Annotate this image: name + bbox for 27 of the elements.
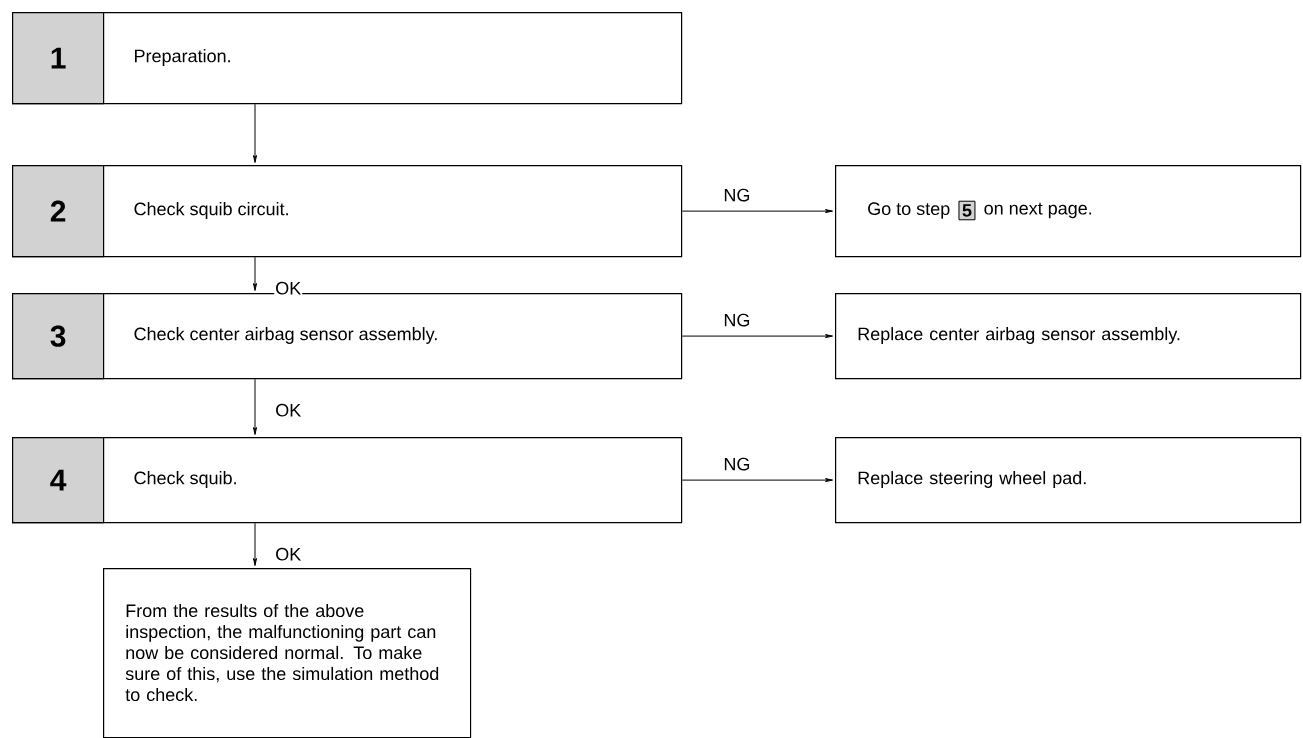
edge-label: OK [274, 402, 303, 418]
arrow [253, 103, 257, 164]
edge-label: NG [722, 456, 752, 472]
step-text: Check squib. [134, 471, 236, 488]
edge-label: NG [722, 187, 752, 203]
result-text: Replace center airbag sensor assembly. [858, 327, 1180, 344]
edge-label: OK [274, 280, 303, 296]
arrow [681, 334, 834, 339]
arrow [681, 209, 834, 214]
edge-label: NG [722, 312, 752, 328]
result-text: From the results of the above inspection, the malfunctioning part can now be considered normal. To make sure of this, use the simulation method to check. [125, 603, 439, 702]
result-text: Go to step [868, 202, 950, 219]
result-text: Replace steering wheel pad. [858, 471, 1086, 488]
result-text: on next page. [984, 202, 1092, 219]
step-text: Check center airbag sensor assembly. [134, 327, 437, 344]
edge-label: OK [274, 546, 303, 562]
step-text: Preparation. [135, 49, 230, 66]
step-number: 5 [958, 200, 976, 221]
step-number: 4 [12, 437, 105, 524]
step-number: 3 [12, 293, 105, 380]
arrow [253, 522, 257, 567]
step-number: 2 [12, 165, 105, 258]
arrow [253, 256, 257, 292]
arrow [253, 378, 257, 436]
arrow [681, 478, 834, 483]
step-number: 1 [12, 12, 105, 105]
step-text: Check squib circuit. [134, 202, 288, 219]
